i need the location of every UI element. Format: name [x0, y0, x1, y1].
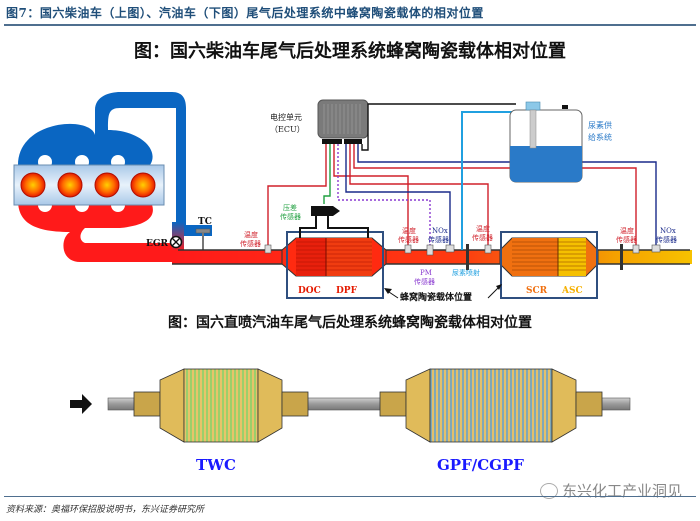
sensor-wiring — [267, 103, 657, 250]
watermark-text: 东兴化工产业洞见 — [561, 482, 682, 500]
svg-text:传感器: 传感器 — [240, 239, 261, 248]
ecu-label-line1: 电控单元 — [270, 112, 302, 122]
engine — [13, 92, 212, 262]
tc-label: TC — [198, 217, 212, 227]
urea-supply-label-line2: 给系统 — [588, 132, 612, 142]
svg-text:温度: 温度 — [244, 230, 258, 239]
scr-asc-canister — [499, 237, 599, 277]
nox-sensor-2: NOx 传感器 — [656, 227, 677, 244]
asc-label: ASC — [561, 286, 583, 296]
pressure-sensor-label-line2: 传感器 — [280, 212, 301, 221]
twc-converter — [133, 368, 309, 443]
temp-sensor-4: 温度 传感器 — [616, 226, 637, 244]
figure-caption: 图7：国六柴油车（上图）、汽油车（下图）尾气后处理系统中蜂窝陶瓷载体的相对位置 — [6, 6, 484, 20]
svg-text:传感器: 传感器 — [472, 233, 493, 242]
svg-text:温度: 温度 — [402, 226, 416, 235]
doc-dpf-highlight-box — [286, 231, 384, 299]
doc-core — [296, 238, 326, 276]
ecu-label-line2: （ECU） — [270, 125, 305, 134]
carrier-position-label: 蜂窝陶瓷载体位置 — [400, 291, 472, 303]
source-note: 资料来源：奥福环保招股说明书，东兴证券研究所 — [6, 505, 205, 515]
nox-sensor-1: NOx 传感器 — [428, 227, 449, 244]
pm-sensor: PM 传感器 — [414, 269, 435, 286]
doc-dpf-canister — [281, 237, 387, 277]
cylinder — [130, 172, 156, 198]
doc-label: DOC — [298, 286, 321, 296]
gasoline-diagram-title: 图：国六直喷汽油车尾气后处理系统蜂窝陶瓷载体相对位置 — [168, 315, 532, 331]
asc-core — [558, 238, 586, 276]
pressure-sensor-icon — [299, 206, 369, 238]
top-divider — [4, 24, 696, 26]
urea-supply-label-line1: 尿素供 — [588, 120, 612, 130]
svg-text:温度: 温度 — [476, 224, 490, 233]
temp-sensor-2: 温度 传感器 — [398, 226, 419, 244]
twc-label: TWC — [196, 456, 236, 474]
scr-core — [512, 238, 558, 276]
svg-text:传感器: 传感器 — [398, 235, 419, 244]
exhaust-manifold — [18, 200, 180, 262]
flow-direction-arrow — [70, 394, 92, 414]
scr-asc-highlight-box — [500, 231, 598, 299]
cylinder — [20, 172, 46, 198]
svg-text:NOx: NOx — [660, 227, 676, 235]
urea-injection-label: 尿素喷射 — [452, 268, 480, 277]
watermark: 东兴化工产业洞见 — [539, 480, 682, 501]
dpf-label: DPF — [336, 286, 358, 296]
gpf-label: GPF/CGPF — [437, 456, 524, 474]
svg-text:传感器: 传感器 — [428, 235, 449, 244]
svg-text:温度: 温度 — [620, 226, 634, 235]
dpf-core — [326, 238, 372, 276]
bottom-divider — [4, 496, 696, 497]
sensor-probes — [264, 244, 661, 256]
svg-text:传感器: 传感器 — [616, 235, 637, 244]
pipe-flanges — [466, 244, 623, 270]
wechat-icon — [539, 482, 558, 499]
svg-text:传感器: 传感器 — [414, 277, 435, 286]
ecu-unit — [317, 99, 369, 144]
gpf-converter — [379, 368, 603, 443]
pressure-sensor-label-line1: 压差 — [283, 203, 297, 212]
svg-text:传感器: 传感器 — [656, 235, 677, 244]
scr-label: SCR — [526, 286, 548, 296]
egr-label: EGR — [146, 239, 169, 249]
temp-sensor-1: 温度 传感器 — [240, 230, 261, 248]
diesel-diagram-title: 图：国六柴油车尾气后处理系统蜂窝陶瓷载体相对位置 — [134, 41, 566, 62]
carrier-pointer-arrow — [384, 284, 502, 299]
egr-valve-icon — [169, 235, 183, 249]
temp-sensor-3: 温度 传感器 — [472, 224, 493, 242]
urea-tank — [509, 101, 583, 183]
svg-text:NOx: NOx — [432, 227, 448, 235]
cylinder — [94, 172, 120, 198]
cylinder — [57, 172, 83, 198]
svg-text:PM: PM — [420, 269, 432, 277]
